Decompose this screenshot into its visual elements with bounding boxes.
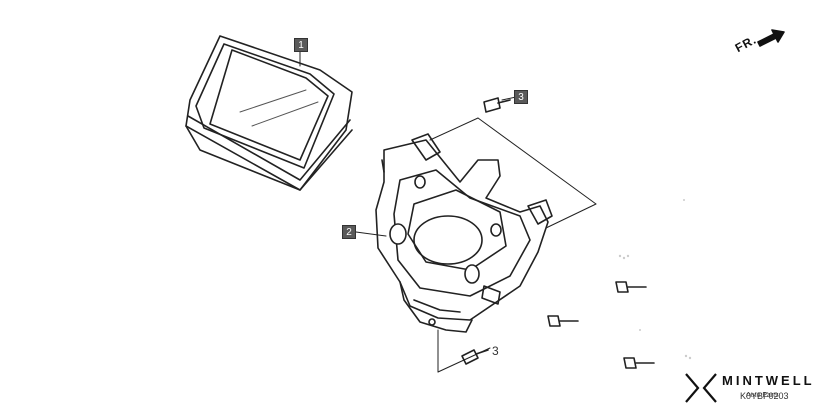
reference-code: K0YBF0203 xyxy=(740,391,789,401)
screw-right-upper xyxy=(615,281,647,293)
callout-part-3: 3 xyxy=(514,90,528,104)
brand-tagline: Auto Parts xyxy=(746,392,779,399)
screw-bottom-left xyxy=(461,349,489,365)
callout-part-1: 1 xyxy=(294,38,308,52)
front-direction-arrow xyxy=(757,29,785,47)
dot-artifacts xyxy=(618,199,692,360)
callout-part-2: 2 xyxy=(342,225,356,239)
brand-name: MINTWELL xyxy=(722,373,815,388)
mintwell-logo-icon xyxy=(685,373,717,403)
bracket-part xyxy=(375,133,553,333)
brand-block: MINTWELL Auto Parts xyxy=(684,370,814,406)
cover-panel-part xyxy=(185,35,353,191)
screw-right-lower xyxy=(623,357,655,369)
screw-top xyxy=(483,97,511,113)
leader-lines xyxy=(299,51,597,373)
screw-right-middle xyxy=(547,315,579,327)
callout-part-3-secondary: 3 xyxy=(492,344,499,358)
